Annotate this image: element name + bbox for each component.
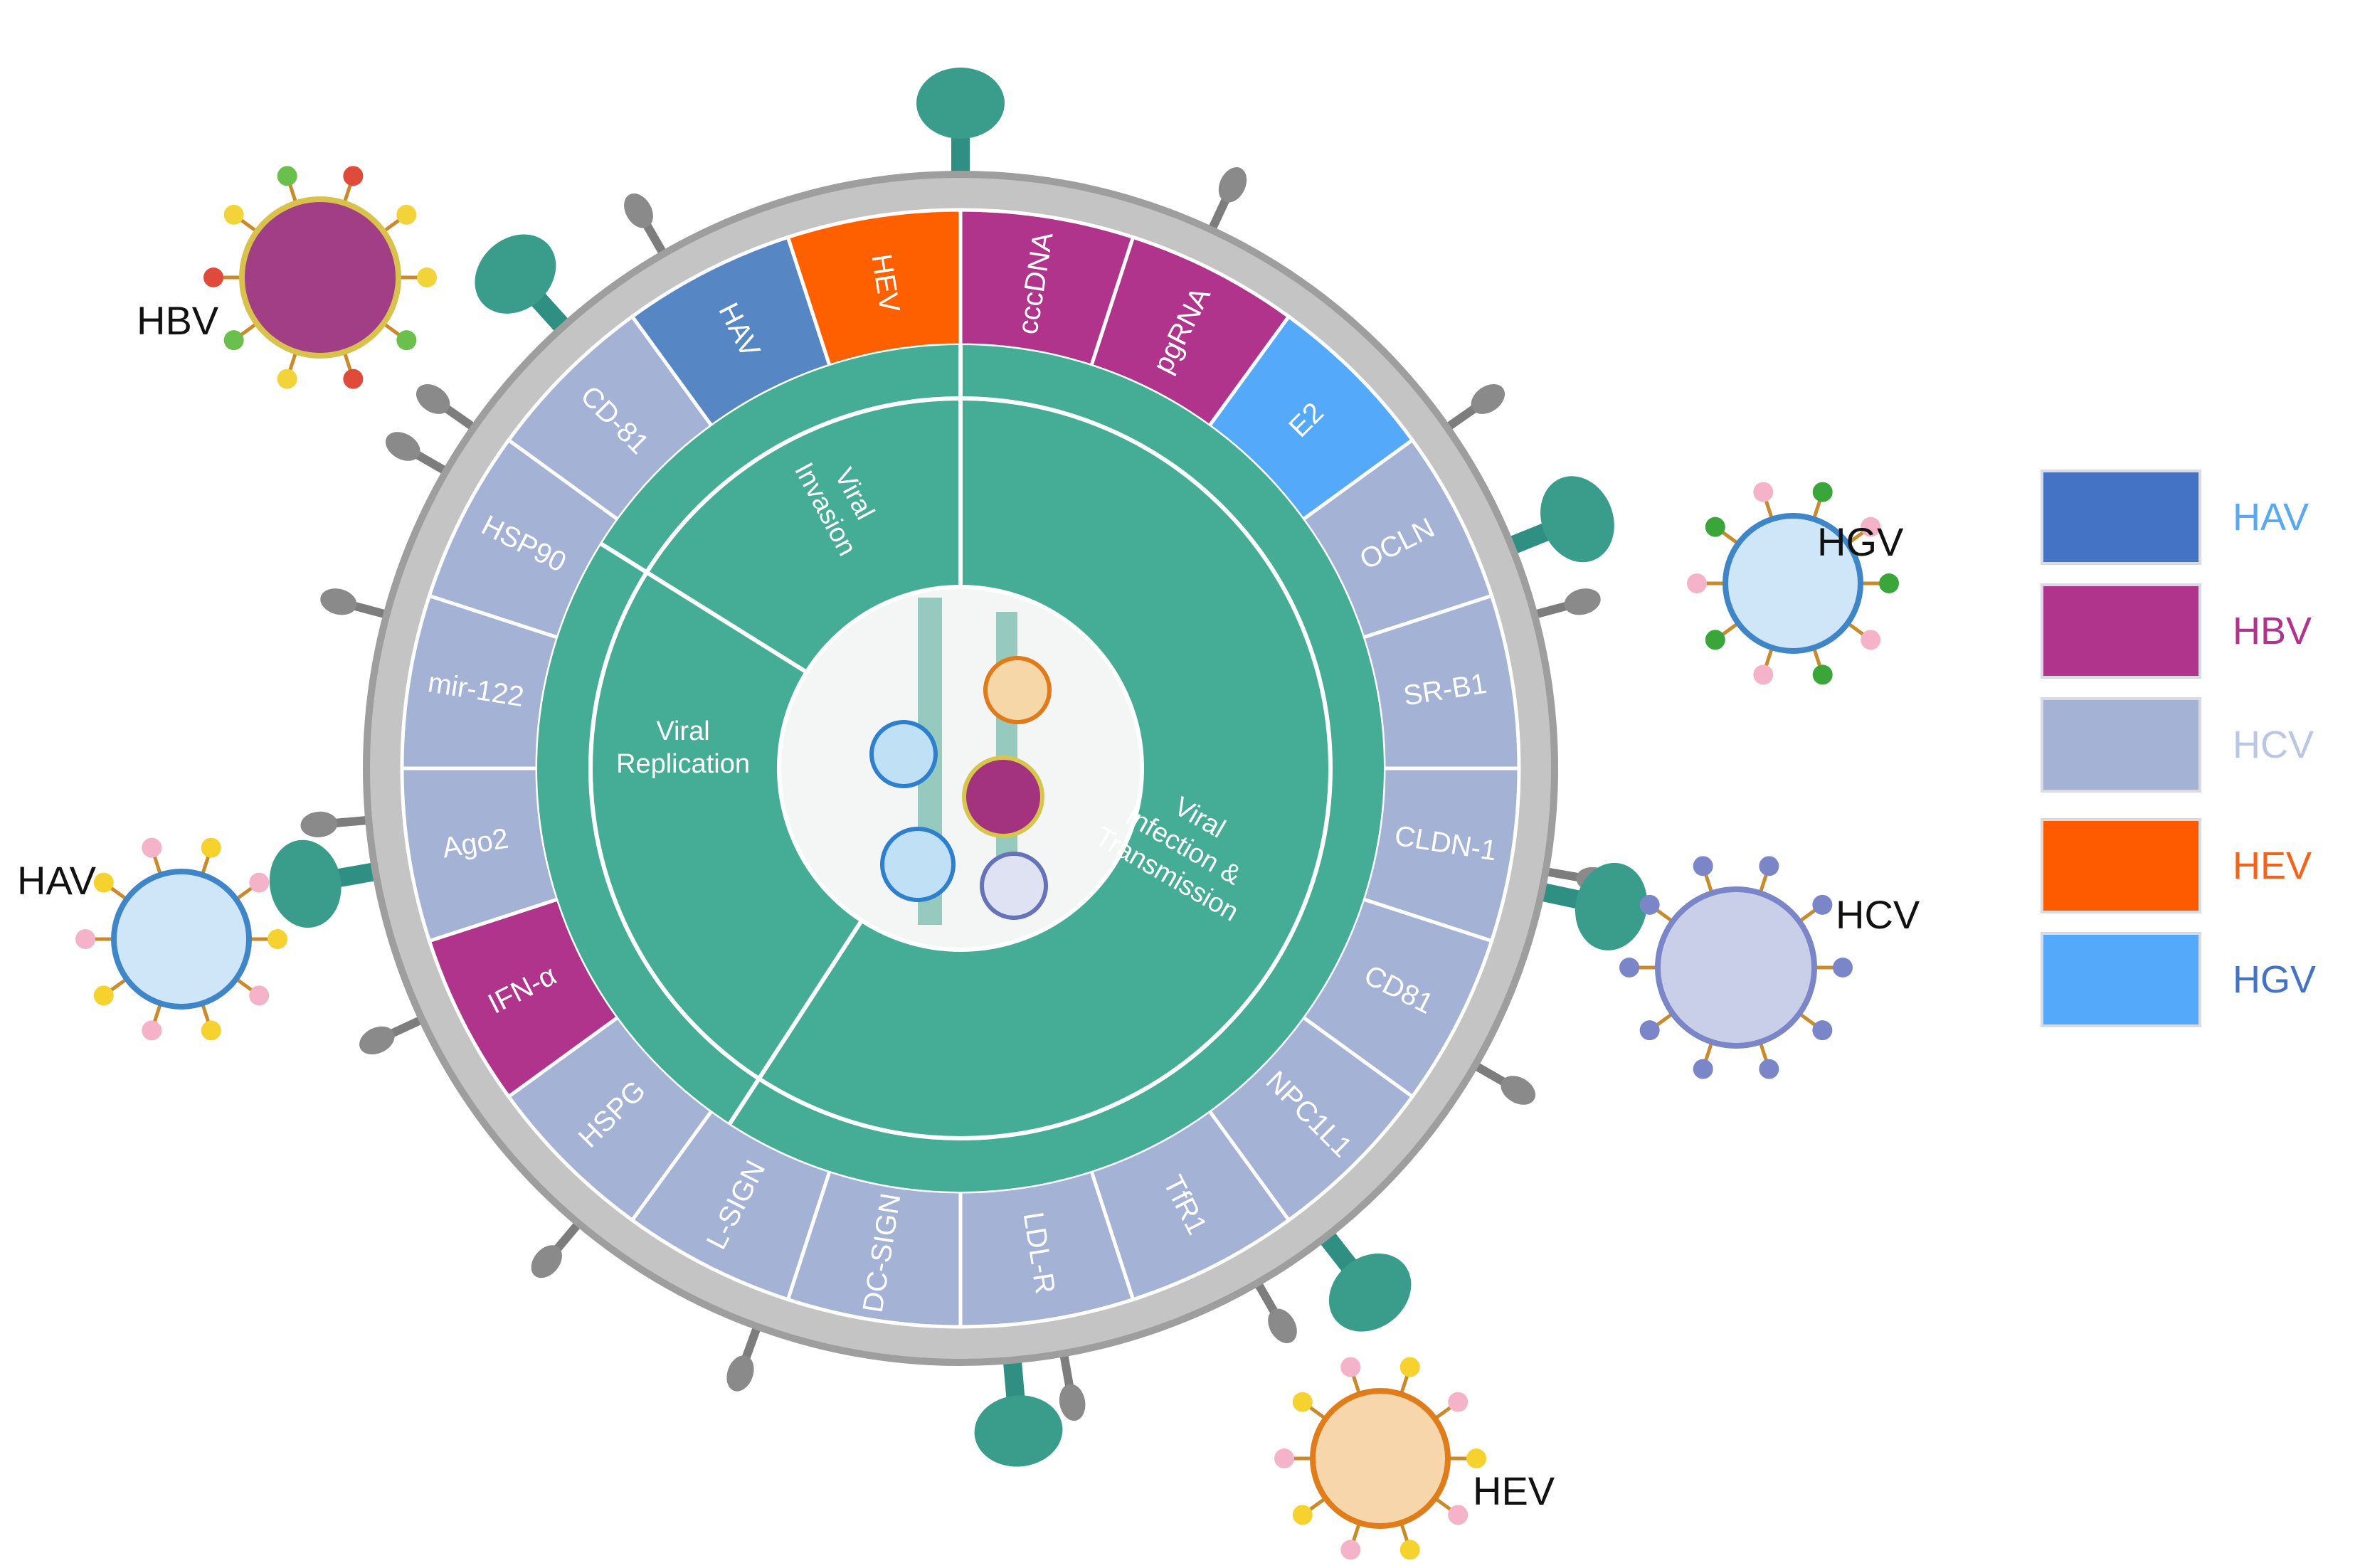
- hev-particle-icon: [1274, 1357, 1486, 1560]
- hav-label: HAV: [17, 858, 96, 903]
- receptor-head-icon: [1059, 1384, 1086, 1421]
- receptor-icon: [974, 1395, 1063, 1467]
- receptor-icon: [1575, 862, 1648, 950]
- hbv-particle-icon: [203, 166, 437, 389]
- hgv-particle-icon: [1687, 482, 1899, 685]
- receptor-head-icon: [320, 588, 357, 615]
- cell-interior-icon: [777, 585, 1144, 952]
- hgv-label: HGV: [1817, 519, 1904, 564]
- receptor-head-icon: [1268, 1308, 1297, 1344]
- center-label-transmission: ViralInfection &Transmission: [1090, 765, 1276, 927]
- legend-item-hgv: HGV: [2041, 932, 2346, 1027]
- receptor-icon: [475, 234, 556, 314]
- hcv-label: HCV: [1836, 892, 1920, 937]
- membrane-receptors: [269, 68, 1648, 1467]
- receptor-head-icon: [416, 383, 450, 414]
- receptor-icon: [916, 68, 1005, 139]
- receptor-head-icon: [1564, 588, 1601, 615]
- hbv-label: HBV: [137, 298, 219, 343]
- receptor-head-icon: [624, 193, 653, 228]
- virus-particles: [75, 166, 1899, 1560]
- receptor-head-icon: [300, 811, 338, 837]
- legend-label-hcv: HCV: [2233, 724, 2314, 766]
- hav-particle-icon: [75, 837, 287, 1041]
- sector-divider: [600, 542, 808, 674]
- receptor-head-icon: [531, 1245, 562, 1278]
- receptor-head-icon: [1471, 383, 1506, 414]
- legend-item-hev: HEV: [2041, 818, 2346, 913]
- cell-interior-icon: [869, 720, 938, 788]
- receptor-head-icon: [726, 1355, 754, 1392]
- legend-label-hbv: HBV: [2233, 610, 2312, 652]
- legend-item-hbv: HBV: [2041, 583, 2346, 679]
- legend-label-hav: HAV: [2233, 496, 2309, 539]
- cell-interior-icon: [880, 827, 956, 902]
- receptor-head-icon: [385, 432, 420, 461]
- legend-swatch-hcv: [2041, 697, 2201, 793]
- receptor-head-icon: [1218, 167, 1247, 203]
- hev-label: HEV: [1473, 1468, 1555, 1513]
- cell-interior-icon: [983, 656, 1052, 724]
- legend-swatch-hav: [2041, 470, 2201, 565]
- receptor-icon: [1328, 1253, 1412, 1332]
- legend-item-hav: HAV: [2041, 470, 2346, 565]
- legend-item-hcv: HCV: [2041, 697, 2346, 793]
- hcv-particle-icon: [1619, 856, 1853, 1079]
- receptor-icon: [269, 839, 342, 928]
- legend-label-hev: HEV: [2233, 844, 2312, 887]
- legend-swatch-hev: [2041, 818, 2201, 913]
- receptor-icon: [1540, 476, 1614, 563]
- receptor-head-icon: [359, 1026, 395, 1055]
- legend-label-hgv: HGV: [2233, 958, 2317, 1001]
- legend-swatch-hbv: [2041, 583, 2201, 679]
- cell-interior-icon: [980, 852, 1048, 920]
- sector-divider: [728, 919, 864, 1125]
- receptor-head-icon: [1501, 1076, 1536, 1105]
- legend-swatch-hgv: [2041, 932, 2201, 1027]
- cell-interior-icon: [962, 756, 1044, 838]
